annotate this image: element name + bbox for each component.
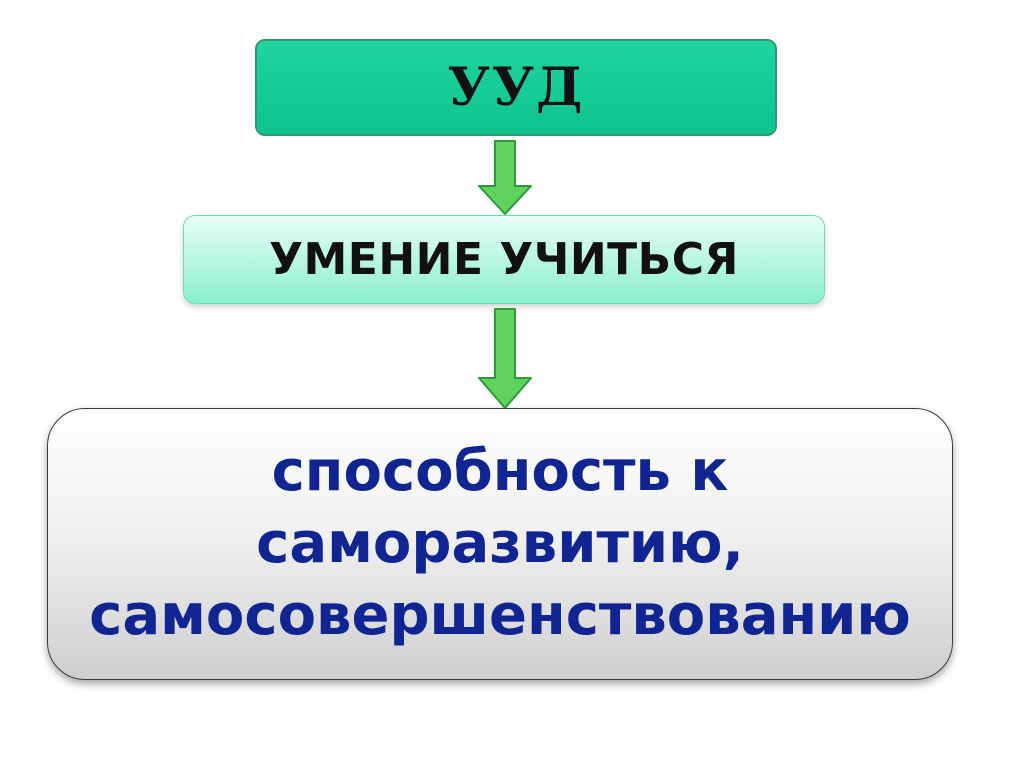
bottom-node-line-2: саморазвитию, bbox=[256, 511, 744, 576]
bottom-node-box: способность к саморазвитию, самосовершен… bbox=[47, 408, 953, 680]
top-node-label: УУД bbox=[447, 57, 585, 118]
middle-node-box: УМЕНИЕ УЧИТЬСЯ bbox=[183, 215, 825, 304]
bottom-node-line-3: самосовершенствованию bbox=[89, 583, 911, 648]
top-node-box: УУД bbox=[255, 39, 777, 136]
arrow-down-icon bbox=[478, 308, 532, 409]
middle-node-label: УМЕНИЕ УЧИТЬСЯ bbox=[269, 234, 739, 285]
bottom-node-line-1: способность к bbox=[271, 439, 729, 504]
arrow-down-icon bbox=[478, 140, 532, 215]
